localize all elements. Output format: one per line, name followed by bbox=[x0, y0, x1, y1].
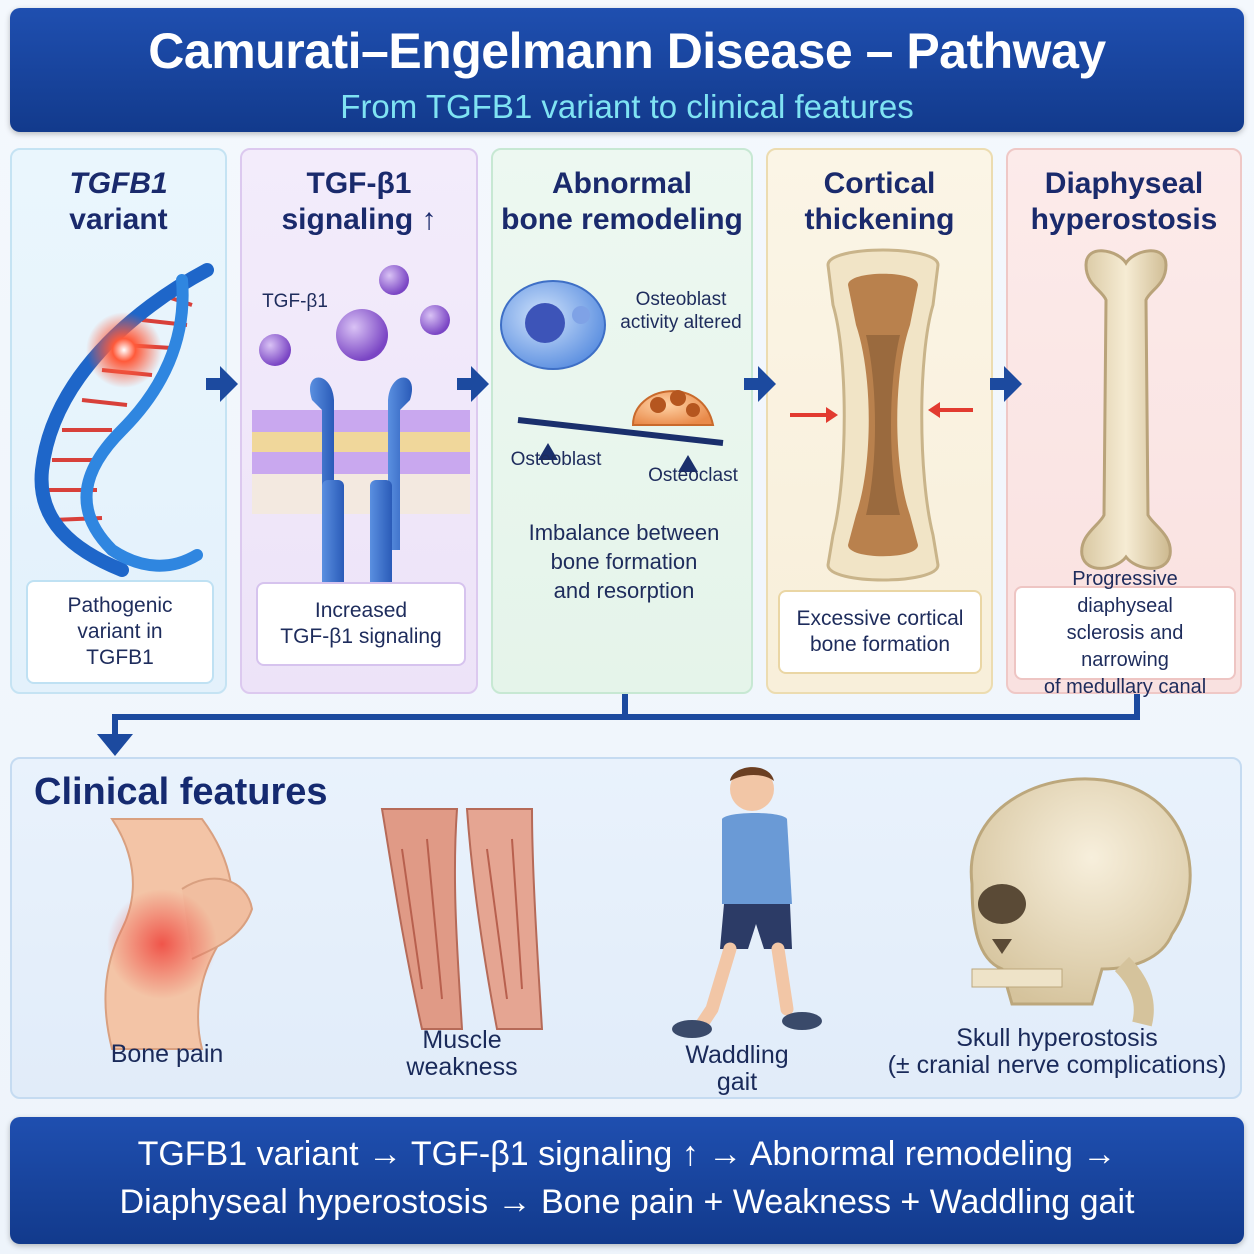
connector-line bbox=[1134, 694, 1140, 718]
osteoblast-osteoclast-balance-icon bbox=[500, 280, 724, 472]
step-description: Pathogenic variant in TGFB1 bbox=[26, 580, 214, 684]
connector-line bbox=[112, 714, 1140, 720]
receptor-membrane-icon bbox=[252, 265, 470, 590]
feature-muscle-weakness: Muscle weakness bbox=[406, 1026, 518, 1081]
arrow-down-icon bbox=[97, 734, 133, 756]
summary-banner: TGFB1 variant → TGF-β1 signaling ↑ → Abn… bbox=[10, 1117, 1244, 1244]
clinical-features-title: Clinical features bbox=[34, 771, 328, 813]
skull-icon bbox=[969, 777, 1192, 1027]
arrow-right-icon bbox=[206, 366, 238, 402]
long-bone-icon bbox=[1080, 249, 1172, 570]
leg-muscles-icon bbox=[380, 808, 544, 1030]
step-title: Diaphyseal hyperostosis bbox=[1030, 167, 1218, 236]
step-description: Imbalance between bone formation and res… bbox=[528, 520, 720, 603]
dna-helix-icon bbox=[34, 263, 214, 577]
step-panel-bone-remodeling: Abnormal bone remodeling Osteoblast acti… bbox=[491, 148, 753, 694]
feature-waddling-gait: Waddling gait bbox=[685, 1041, 789, 1096]
step-title: Abnormal bone remodeling bbox=[501, 167, 743, 236]
arrow-right-icon bbox=[990, 366, 1022, 402]
step-description: Progressive diaphyseal sclerosis and nar… bbox=[1014, 568, 1236, 698]
arrow-right-icon bbox=[744, 366, 776, 402]
step-panel-tgf-signaling: TGF-β1 signaling ↑ TGF-β1 Increased bbox=[240, 148, 478, 694]
step-panel-diaphyseal-hyperostosis: Diaphyseal hyperostosis Progressive diap… bbox=[1006, 148, 1242, 698]
knee-pain-icon bbox=[104, 818, 254, 1050]
feature-skull-hyperostosis: Skull hyperostosis (± cranial nerve comp… bbox=[887, 1024, 1227, 1079]
step-panel-cortical-thickening: Cortical thickening Excessive cortical b… bbox=[766, 148, 993, 694]
arrow-right-icon bbox=[457, 366, 489, 402]
step-title: TGF-β1 signaling ↑ bbox=[281, 167, 437, 236]
summary-line-2: Diaphyseal hyperostosis → Bone pain + We… bbox=[119, 1183, 1135, 1221]
connector-line bbox=[112, 714, 118, 736]
page-title: Camurati–Engelmann Disease – Pathway bbox=[148, 23, 1106, 79]
walking-child-icon bbox=[672, 767, 822, 1038]
clinical-features-panel: Clinical features Bone pain Muscle weakn… bbox=[10, 757, 1242, 1099]
osteoclast-label: Osteoclast bbox=[648, 465, 738, 486]
summary-line-1: TGFB1 variant → TGF-β1 signaling ↑ → Abn… bbox=[137, 1135, 1117, 1173]
ligand-label: TGF-β1 bbox=[262, 291, 328, 312]
step-panel-tgfb1-variant: TGFB1 variant Pathogenic var bbox=[10, 148, 227, 694]
feature-bone-pain: Bone pain bbox=[110, 1040, 224, 1068]
step-description: Excessive cortical bone formation bbox=[778, 590, 982, 674]
osteoblast-label: Osteoblast bbox=[510, 449, 602, 470]
step-description: Increased TGF-β1 signaling bbox=[256, 582, 466, 666]
connector-line bbox=[622, 694, 628, 718]
osteoblast-activity-label: Osteoblast activity altered bbox=[620, 289, 742, 333]
bone-cross-section-icon bbox=[790, 248, 973, 582]
step-title: TGFB1 variant bbox=[69, 167, 168, 236]
header-banner: Camurati–Engelmann Disease – Pathway Fro… bbox=[10, 8, 1244, 132]
step-title: Cortical thickening bbox=[804, 167, 955, 236]
page-subtitle: From TGFB1 variant to clinical features bbox=[340, 88, 914, 125]
